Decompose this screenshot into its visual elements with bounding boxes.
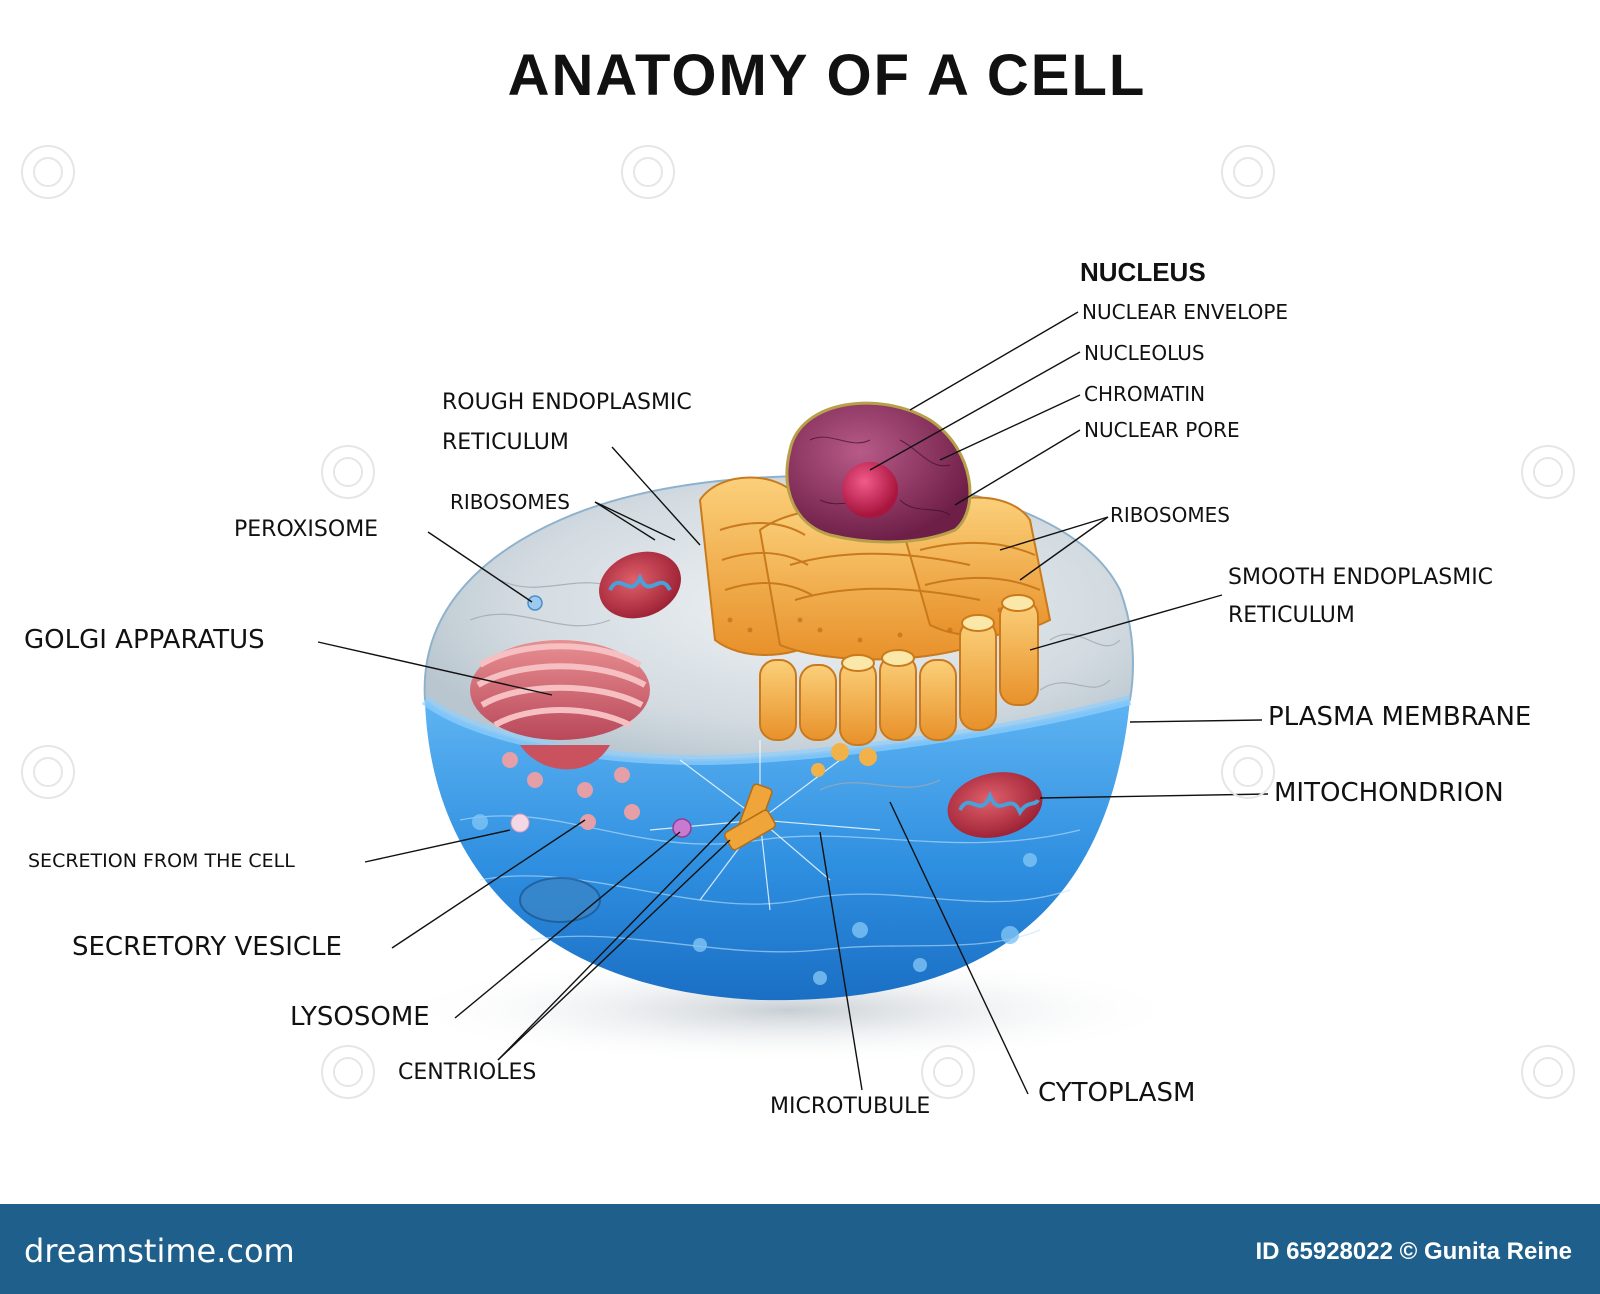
- label-smooth-er-line2: RETICULUM: [1228, 603, 1355, 628]
- lysosome: [673, 819, 691, 837]
- footer-bar: dreamstime.com ID 65928022 © Gunita Rein…: [0, 1204, 1600, 1294]
- label-mitochondrion: MITOCHONDRION: [1274, 778, 1504, 808]
- label-peroxisome: PEROXISOME: [234, 517, 378, 542]
- mitochondrion-bowl: [520, 878, 600, 922]
- label-nucleus: NUCLEUS: [1080, 257, 1206, 288]
- label-plasma-membrane: PLASMA MEMBRANE: [1268, 702, 1531, 732]
- label-microtubule: MICROTUBULE: [770, 1094, 930, 1119]
- label-smooth-er-line1: SMOOTH ENDOPLASMIC: [1228, 565, 1493, 590]
- label-nuclear-envelope: NUCLEAR ENVELOPE: [1082, 300, 1288, 324]
- label-golgi-apparatus: GOLGI APPARATUS: [24, 625, 265, 655]
- nucleus: [787, 403, 970, 542]
- label-secretory-vesicle: SECRETORY VESICLE: [72, 932, 342, 962]
- label-rough-er-line1: ROUGH ENDOPLASMIC: [442, 390, 692, 415]
- label-lysosome: LYSOSOME: [290, 1002, 430, 1032]
- label-ribosomes-left: RIBOSOMES: [450, 490, 570, 514]
- label-rough-er-line2: RETICULUM: [442, 430, 569, 455]
- label-chromatin: CHROMATIN: [1084, 382, 1205, 406]
- label-ribosomes-right: RIBOSOMES: [1110, 503, 1230, 527]
- footer-brand-logo: dreamstime.com: [24, 1232, 295, 1270]
- footer-credit: ID 65928022 © Gunita Reine: [1256, 1238, 1573, 1266]
- peroxisome: [528, 596, 542, 610]
- label-nuclear-pore: NUCLEAR PORE: [1084, 418, 1240, 442]
- label-centrioles: CENTRIOLES: [398, 1060, 536, 1085]
- label-cytoplasm: CYTOPLASM: [1038, 1078, 1195, 1108]
- label-secretion: SECRETION FROM THE CELL: [28, 850, 295, 872]
- nucleolus: [842, 462, 898, 518]
- label-nucleolus: NUCLEOLUS: [1084, 341, 1205, 365]
